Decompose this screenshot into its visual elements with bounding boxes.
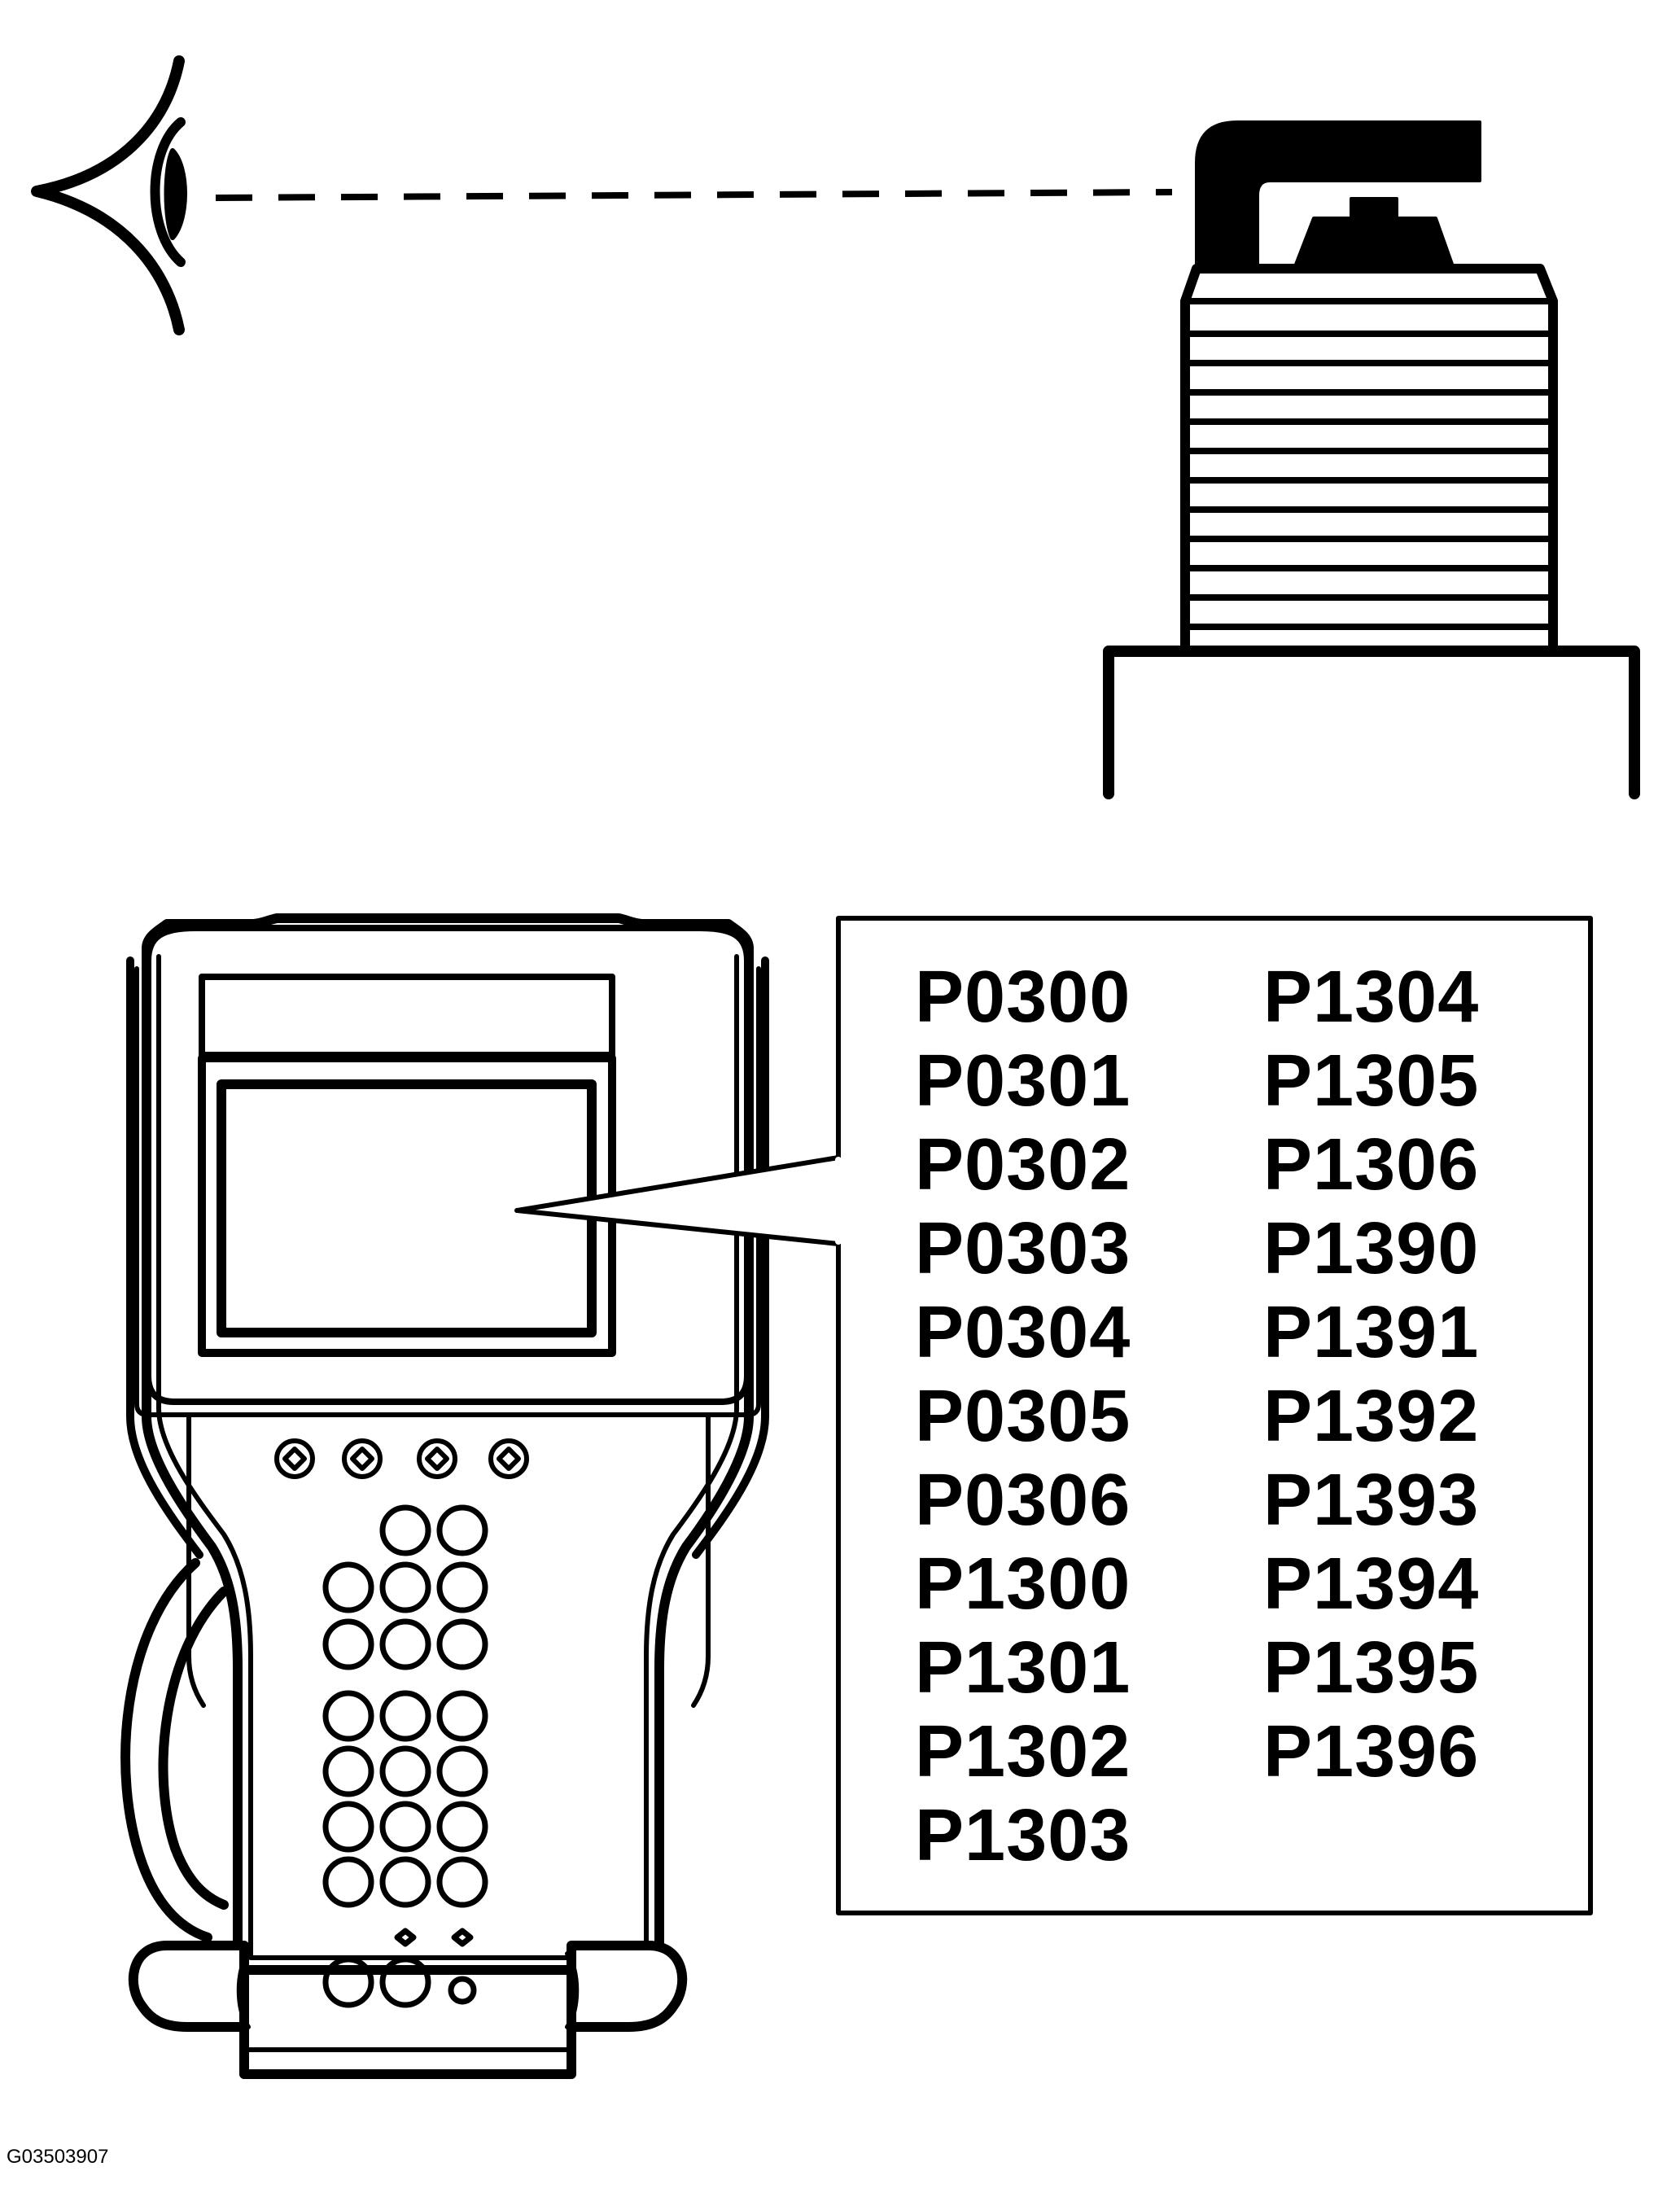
code-right-2: P1305 — [1263, 1040, 1480, 1122]
code-right-6: P1392 — [1263, 1376, 1480, 1457]
code-left-4: P0303 — [915, 1208, 1131, 1289]
callout-box — [514, 916, 1593, 1915]
code-left-10: P1302 — [915, 1711, 1131, 1792]
code-left-3: P0302 — [915, 1124, 1131, 1206]
sight-line — [215, 189, 1173, 201]
scan-tool-icon — [120, 913, 769, 2079]
figure-id: G03503907 — [7, 2146, 109, 2168]
code-left-2: P0301 — [915, 1040, 1131, 1122]
spark-plug-icon — [1103, 120, 1640, 799]
code-right-7: P1393 — [1263, 1460, 1480, 1541]
code-right-10: P1396 — [1263, 1711, 1480, 1792]
code-left-8: P1300 — [915, 1543, 1131, 1625]
code-right-4: P1390 — [1263, 1208, 1480, 1289]
code-right-5: P1391 — [1263, 1292, 1480, 1373]
code-left-9: P1301 — [915, 1627, 1131, 1709]
eye-icon — [31, 55, 187, 335]
code-left-7: P0306 — [915, 1460, 1131, 1541]
code-left-5: P0304 — [915, 1292, 1131, 1373]
code-left-11: P1303 — [915, 1795, 1131, 1876]
code-right-8: P1394 — [1263, 1543, 1480, 1625]
code-left-6: P0305 — [915, 1376, 1131, 1457]
code-right-9: P1395 — [1263, 1627, 1480, 1709]
code-left-1: P0300 — [915, 956, 1131, 1038]
code-right-1: P1304 — [1263, 956, 1480, 1038]
code-right-3: P1306 — [1263, 1124, 1480, 1206]
